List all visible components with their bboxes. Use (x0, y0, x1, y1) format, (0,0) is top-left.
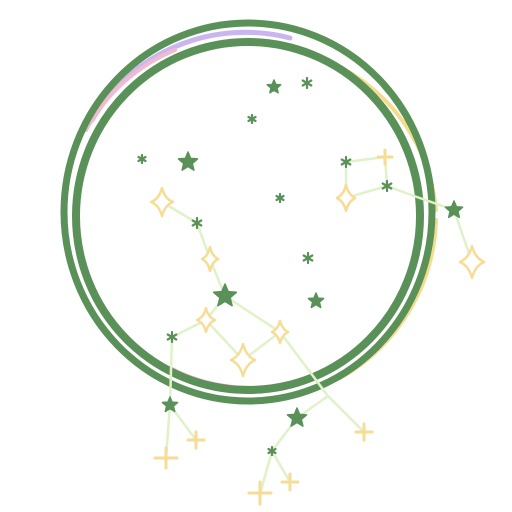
line (270, 449, 292, 484)
asterisk-icon (340, 155, 352, 169)
green-stars (161, 79, 464, 427)
sparkle-icon (458, 244, 486, 280)
sparkle-icon (335, 183, 357, 213)
cross-sparkle-icon (376, 148, 394, 166)
asterisk-icon (275, 192, 285, 204)
asterisk-icon (267, 445, 277, 457)
star-icon (286, 407, 308, 427)
star-icon (266, 79, 282, 94)
ring (60, 19, 436, 405)
star-icon (212, 283, 238, 307)
cross-sparkle-icon (280, 472, 300, 492)
asterisk-icon (301, 76, 313, 90)
sparkle-icon (229, 342, 257, 378)
cross-sparkle-icon (186, 430, 206, 450)
asterisk-icon (302, 251, 314, 265)
asterisk-icon (381, 179, 393, 193)
line (258, 394, 330, 496)
pink-accent (84, 48, 177, 132)
outer-ring (60, 19, 436, 405)
asterisk-icon (137, 153, 147, 165)
line (385, 184, 474, 264)
star-icon (307, 292, 325, 309)
sparkle-icon (270, 319, 290, 345)
star-icon (444, 200, 464, 219)
sparkle-icon (195, 306, 217, 334)
cross-sparkle-icon (247, 480, 273, 506)
green-asterisks (137, 76, 393, 457)
sparkle-icon (149, 186, 175, 218)
sparkle-icon (200, 245, 220, 273)
line (160, 200, 227, 442)
cross-sparkle-icon (153, 446, 179, 470)
star-icon (161, 396, 179, 413)
inner-ring (72, 38, 424, 394)
asterisk-icon (191, 216, 203, 230)
cross-sparkle-icon (354, 422, 374, 442)
yellow-sparkles (149, 183, 486, 378)
asterisk-icon (247, 113, 257, 125)
asterisk-icon (166, 330, 178, 344)
star-icon (177, 151, 199, 171)
yellow-crosses (153, 148, 394, 506)
line (204, 318, 245, 362)
